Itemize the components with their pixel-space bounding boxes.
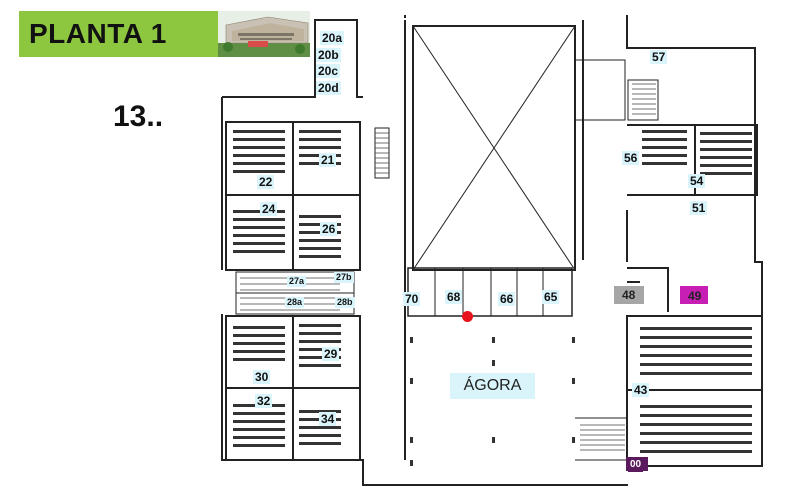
- room-label[interactable]: 20d: [316, 81, 341, 95]
- agora-label: ÁGORA: [450, 373, 535, 399]
- room-label[interactable]: 56: [622, 151, 640, 165]
- room-label[interactable]: 32: [255, 394, 273, 408]
- room-label[interactable]: 51: [690, 201, 708, 215]
- room-label[interactable]: 26: [320, 222, 338, 236]
- room-label[interactable]: 20c: [316, 64, 341, 78]
- room-label[interactable]: 20a: [320, 31, 345, 45]
- building-thumbnail: [218, 11, 310, 57]
- room-label[interactable]: 70: [403, 292, 421, 306]
- floor-title: PLANTA 1: [19, 11, 218, 57]
- room-label[interactable]: 20b: [316, 48, 341, 62]
- room-label[interactable]: 27b: [334, 272, 354, 283]
- room-label[interactable]: 28a: [285, 297, 305, 308]
- room-label[interactable]: 30: [253, 370, 271, 384]
- room-label[interactable]: 65: [542, 290, 560, 304]
- reference-mark: 13..: [113, 100, 164, 133]
- room-label[interactable]: 29: [322, 347, 340, 361]
- room-label[interactable]: 48: [620, 288, 638, 302]
- room-label[interactable]: 22: [257, 175, 275, 189]
- room-label[interactable]: 28b: [335, 297, 355, 308]
- room-label[interactable]: 24: [260, 202, 278, 216]
- room-label[interactable]: 49: [686, 289, 704, 303]
- room-label[interactable]: 34: [319, 412, 337, 426]
- room-label[interactable]: 57: [650, 50, 668, 64]
- room-label[interactable]: 21: [319, 153, 337, 167]
- room-label[interactable]: 66: [498, 292, 516, 306]
- room-label[interactable]: 68: [445, 290, 463, 304]
- current-location-marker: [462, 311, 473, 322]
- room-label[interactable]: 00: [628, 458, 644, 472]
- room-label[interactable]: 54: [688, 174, 706, 188]
- room-label[interactable]: 27a: [287, 276, 307, 287]
- room-label[interactable]: 43: [632, 383, 650, 397]
